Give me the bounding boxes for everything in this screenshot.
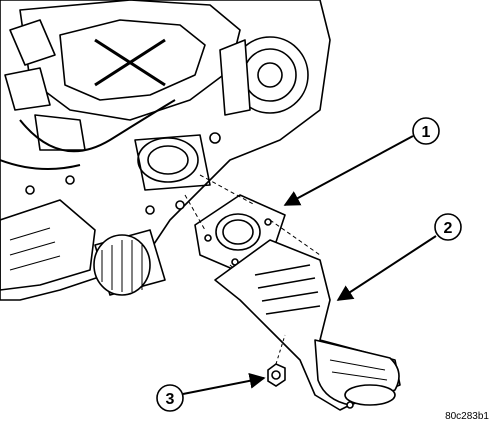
callout-2: 2	[336, 213, 462, 301]
callout-1-leader	[283, 135, 414, 206]
callout-1-circle	[412, 117, 440, 145]
callout-2-circle	[434, 213, 462, 241]
callout-1-number: 1	[422, 124, 431, 141]
callout-2-number: 2	[444, 220, 453, 237]
callout-1: 1	[283, 117, 440, 206]
engine-assembly	[0, 0, 331, 301]
figure-id: 80c283b1	[445, 411, 489, 422]
callout-3-number: 3	[166, 391, 175, 408]
callout-3-leader	[182, 372, 266, 395]
callout-3-circle	[156, 384, 184, 412]
air-intake-duct	[214, 239, 401, 411]
callout-2-leader	[336, 235, 437, 301]
callout-3: 3	[156, 372, 266, 412]
clamp-nut	[267, 334, 286, 387]
